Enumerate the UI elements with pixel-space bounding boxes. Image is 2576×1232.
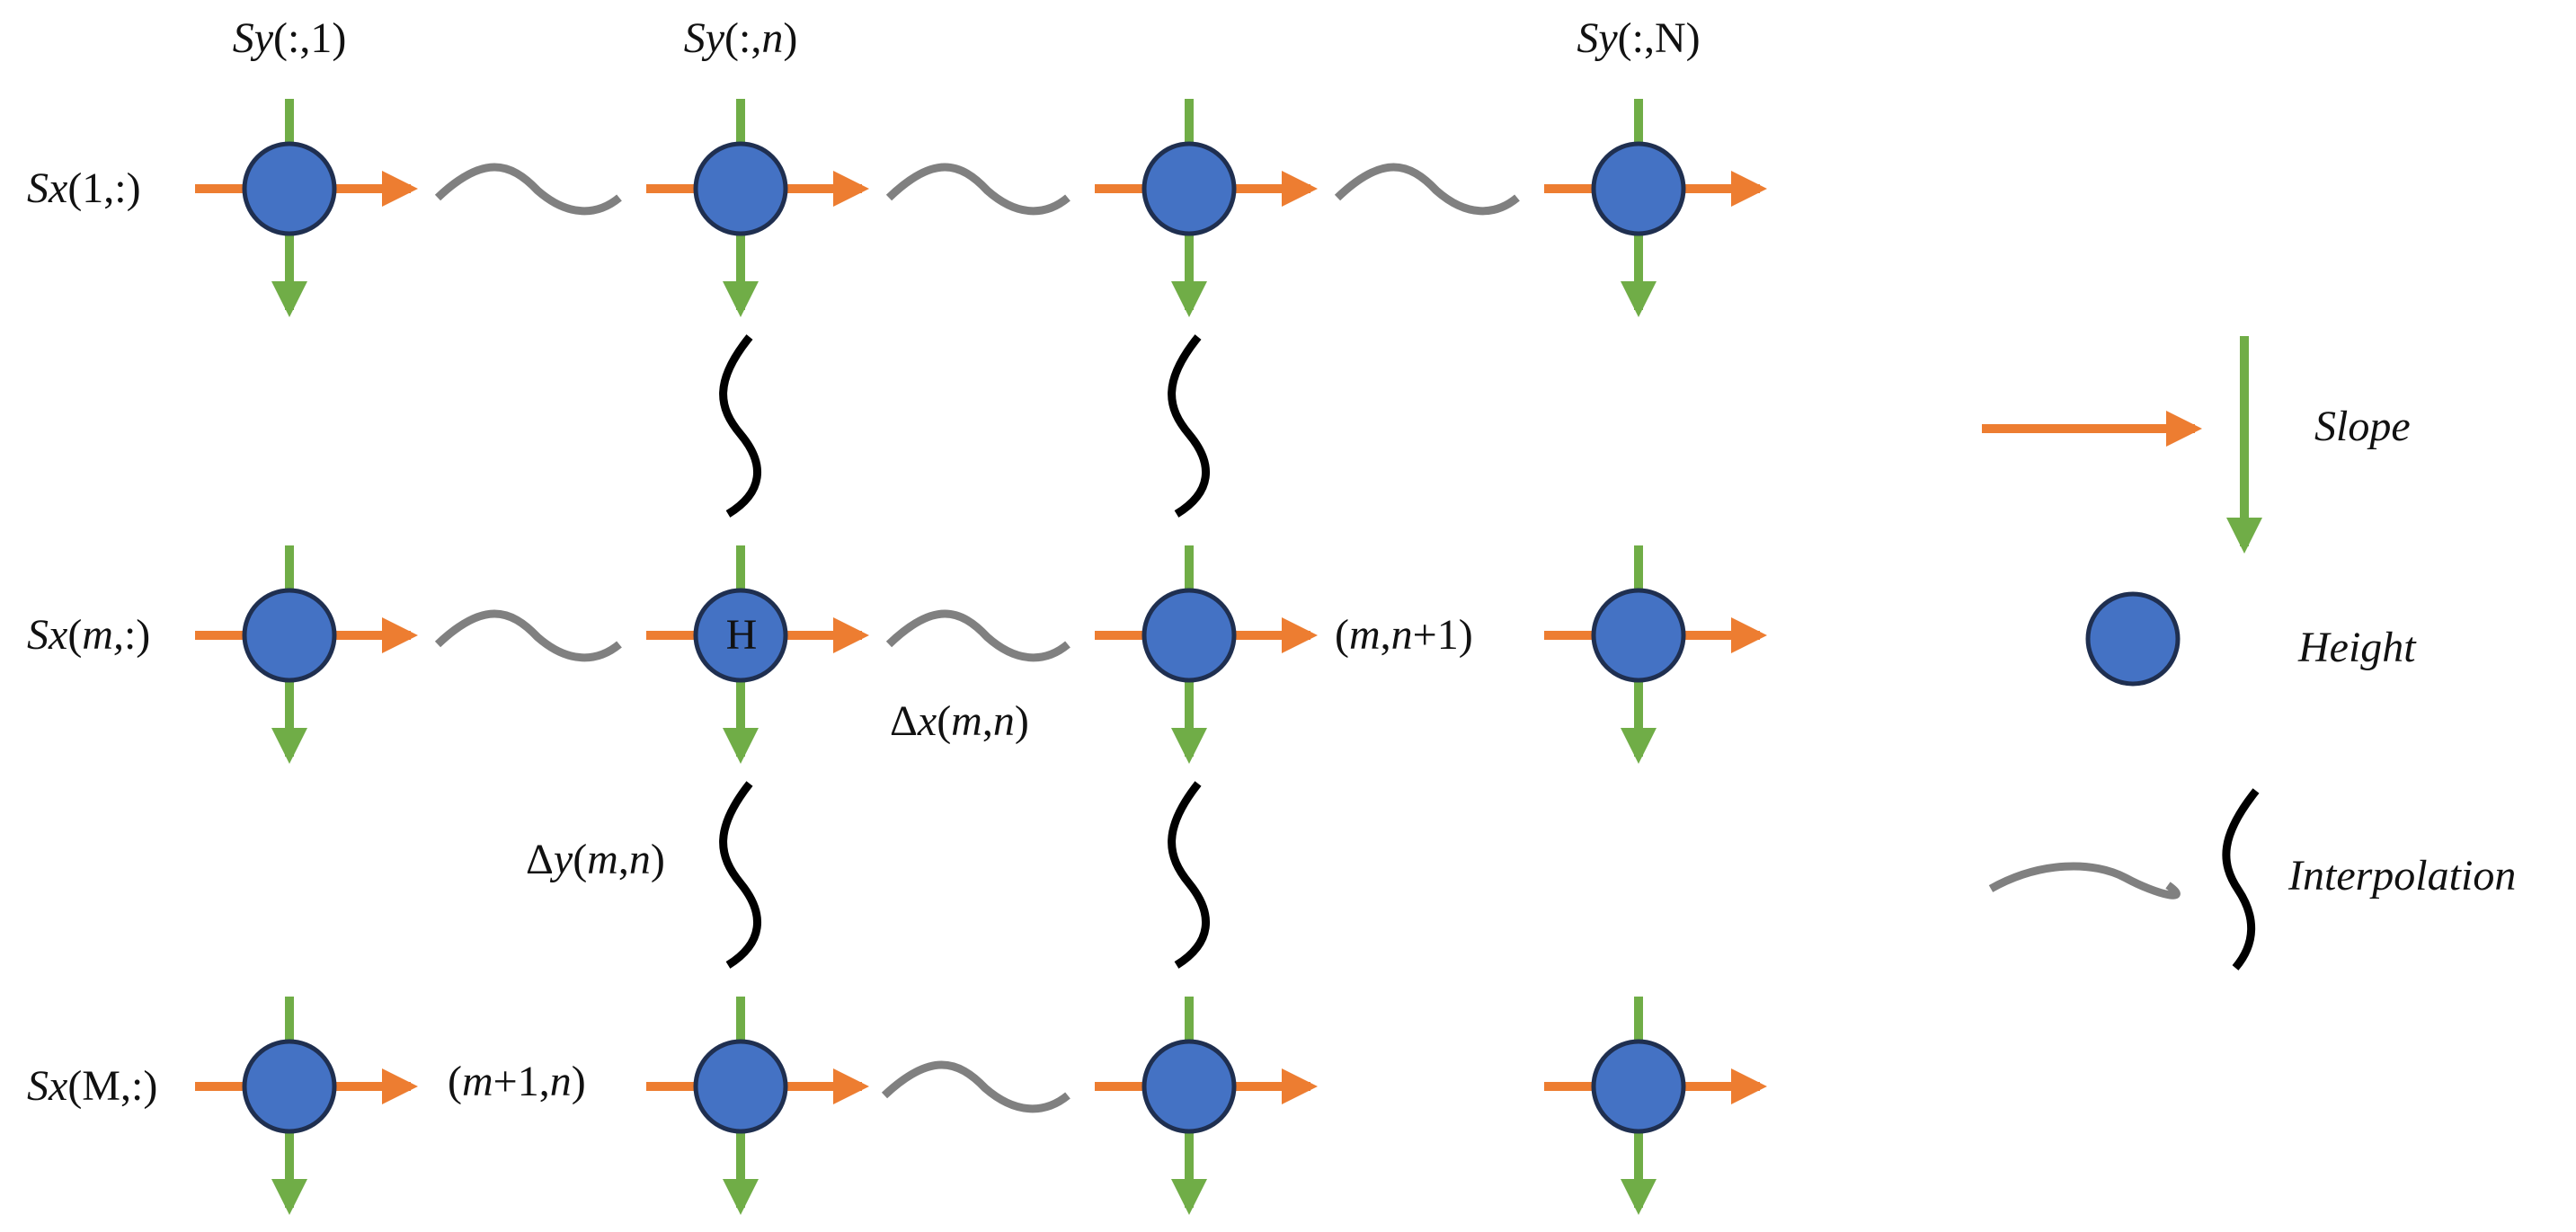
col-header-N: Sy(:,N) [1577,14,1700,62]
label-next-row: (m+1,n) [448,1058,586,1105]
interp-x-curve-r1-c0 [434,609,622,662]
interp-x-curve-r1-c1 [885,609,1070,662]
col-header-1: Sy(:,1) [233,14,347,62]
height-node-r0-c2 [1141,141,1237,236]
height-node-r2-c0 [242,1039,337,1134]
legend-height-label: Height [2297,624,2417,671]
legend-slope-label: Slope [2314,403,2411,450]
legend-height-node [2085,591,2181,687]
height-node-r1-c1 [693,588,788,683]
legend-interp-y-curve [2222,788,2260,971]
legend-interp-x-curve [1988,862,2181,900]
row-header-1: Sx(1,:) [27,164,141,212]
interp-x-curve-r2-c1 [881,1060,1070,1113]
row-header-M: Sx(M,:) [27,1062,157,1110]
height-node-r0-c0 [242,141,337,236]
node-h-label: H [726,611,758,659]
height-node-r1-c0 [242,588,337,683]
interp-x-curve-r0-c1 [885,163,1070,216]
height-node-r0-c3 [1591,141,1686,236]
interp-y-curve-r0-c1 [719,334,761,518]
height-node-r1-c3 [1591,588,1686,683]
height-node-r0-c1 [693,141,788,236]
slope-arrows [195,99,1767,1215]
legend: Slope Height Interpolation [1982,336,2516,971]
row-header-m: Sx(m,:) [27,611,150,659]
label-next-column: (m,n+1) [1335,611,1473,659]
interp-y-curve-r0-c2 [1168,334,1210,518]
label-delta-x: Δx(m,n) [890,697,1029,745]
height-node-r2-c3 [1591,1039,1686,1134]
height-node-r2-c1 [693,1039,788,1134]
interp-x-curve-r0-c0 [434,163,622,216]
height-node-r1-c2 [1141,588,1237,683]
interp-y-curve-r1-c1 [719,781,761,969]
interpolation-curves [434,163,1520,1113]
legend-interpolation-label: Interpolation [2287,852,2516,900]
height-node-r2-c2 [1141,1039,1237,1134]
height-nodes [242,141,1686,1134]
label-delta-y: Δy(m,n) [526,836,665,883]
col-header-n: Sy(:,n) [684,14,798,62]
interp-x-curve-r0-c2 [1334,163,1520,216]
interp-y-curve-r1-c2 [1168,781,1210,969]
